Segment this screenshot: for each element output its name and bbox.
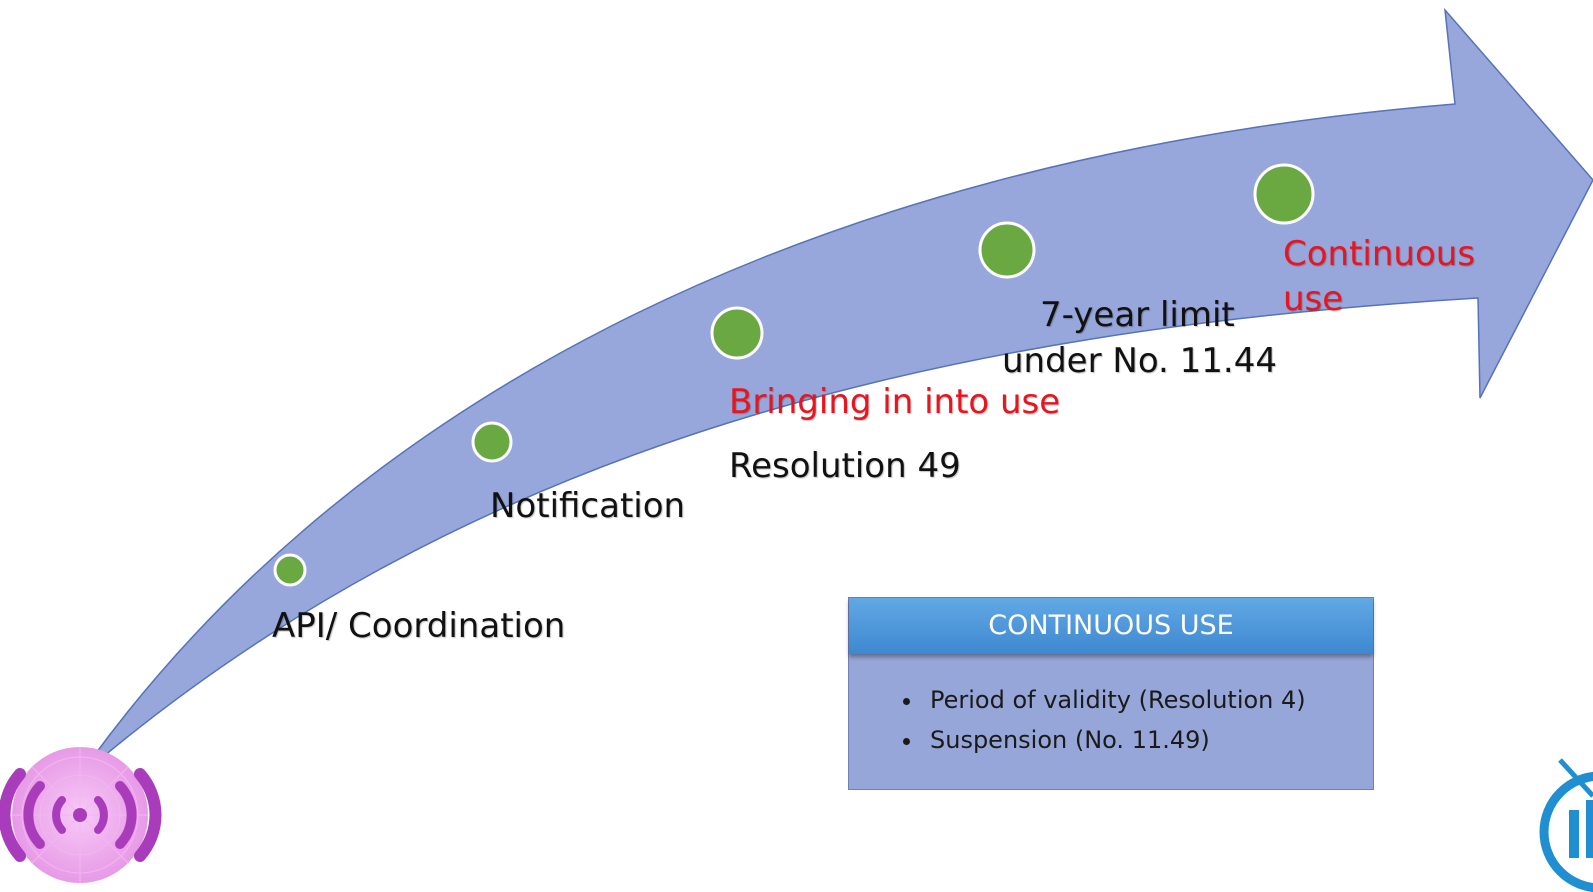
continuous-use-list: Period of validity (Resolution 4) Suspen… (849, 680, 1373, 760)
milestone-dot-biu (710, 306, 764, 360)
itu-logo (1539, 758, 1593, 892)
milestone-label-biu: Bringing in into use (729, 382, 1061, 422)
milestone-dot-seven-year (978, 221, 1036, 279)
milestone-dot-notification (471, 421, 513, 463)
milestone-label-seven-year: 7-year limit (1040, 295, 1235, 335)
milestone-dot-continuous (1253, 163, 1315, 225)
milestone-label-continuous-line2: use (1283, 279, 1344, 319)
radio-waves-logo (0, 747, 162, 883)
milestone-label-api: API/ Coordination (272, 606, 566, 646)
list-item: Suspension (No. 11.49) (924, 720, 1373, 760)
milestone-label-notification: Notification (490, 486, 686, 526)
list-item: Period of validity (Resolution 4) (924, 680, 1373, 720)
milestone-dot-api (273, 553, 307, 587)
milestone-label-seven-year-line2: under No. 11.44 (1002, 341, 1277, 381)
continuous-use-title: CONTINUOUS USE (849, 598, 1373, 654)
milestone-sublabel-resolution: Resolution 49 (729, 446, 961, 486)
progress-arrow (77, 7, 1593, 779)
milestone-label-continuous: Continuous (1283, 234, 1476, 274)
continuous-use-box: CONTINUOUS USE Period of validity (Resol… (848, 597, 1374, 790)
